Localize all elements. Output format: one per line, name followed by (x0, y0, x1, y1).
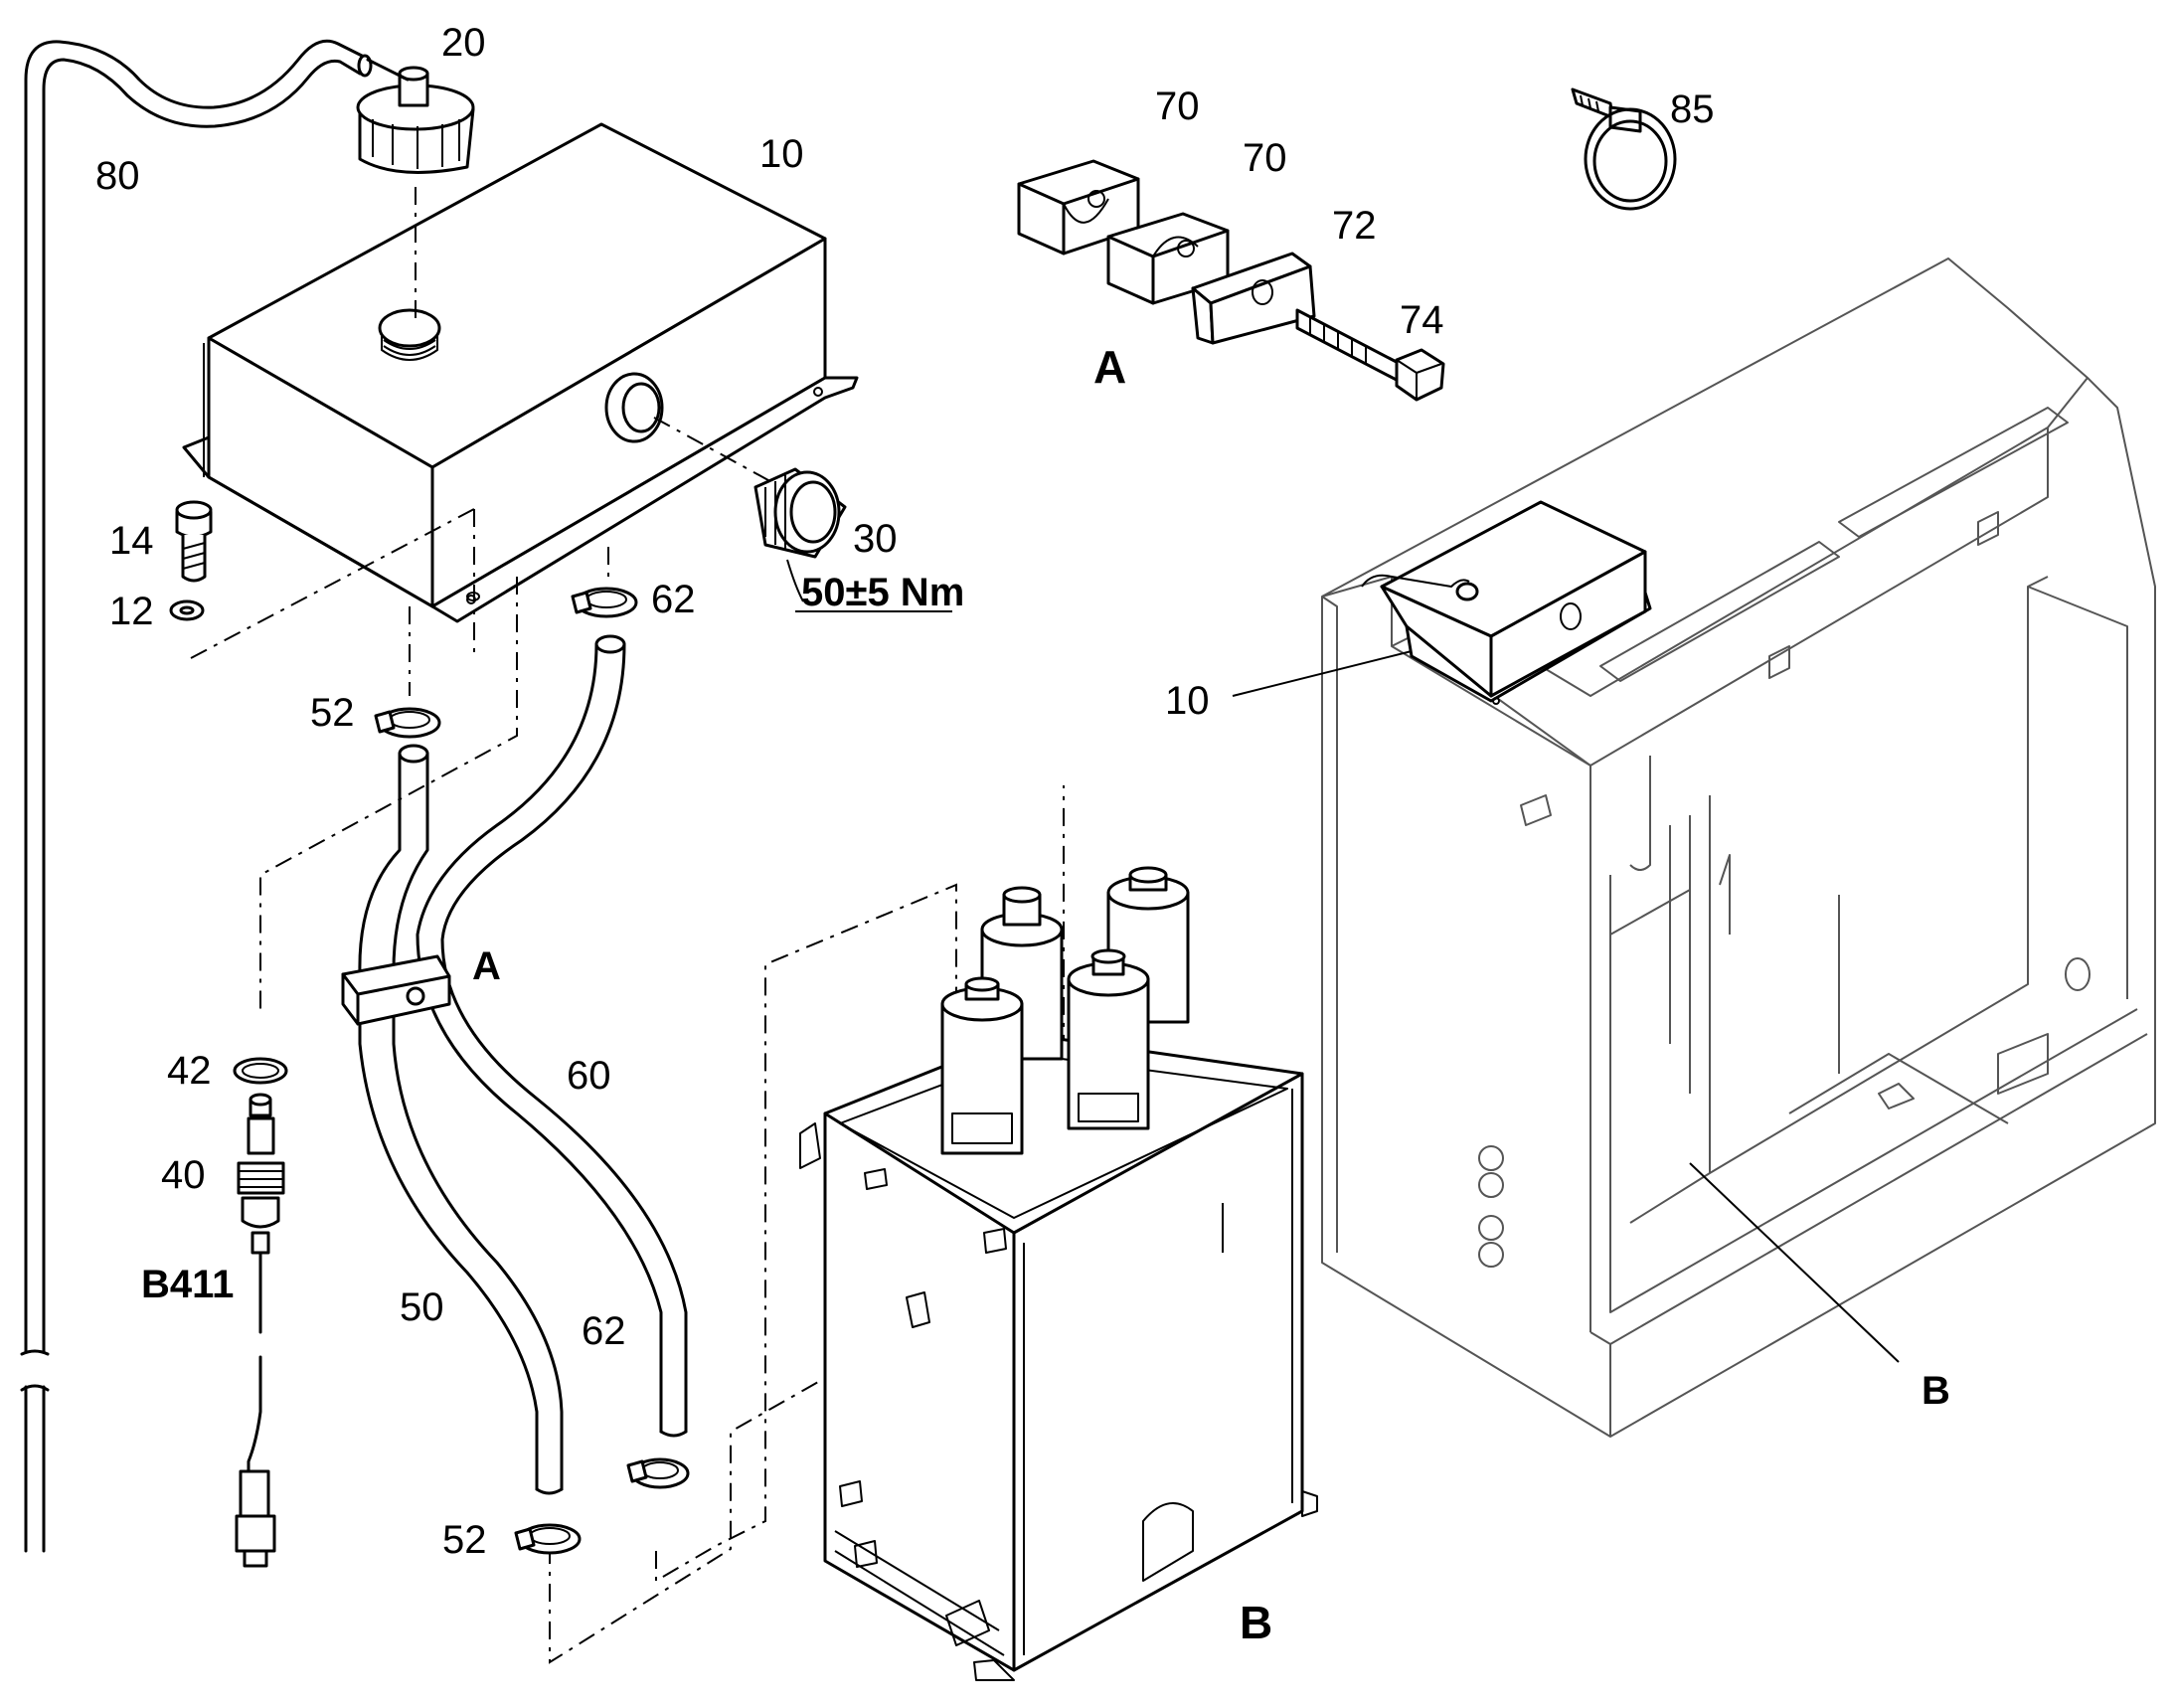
callout-85: 85 (1670, 87, 1715, 131)
oring-42 (233, 1057, 288, 1085)
callout-20: 20 (441, 21, 486, 65)
callout-14: 14 (109, 519, 154, 563)
cap-20 (356, 58, 475, 174)
label-b411: B411 (141, 1263, 234, 1306)
tank-10 (182, 122, 859, 623)
clamp-a-assembly (341, 954, 451, 1026)
label-b-frame: B (1922, 1369, 1950, 1413)
cable-tie-85 (1571, 87, 1677, 211)
bolt-14 (175, 500, 213, 583)
callout-10-left: 10 (759, 132, 804, 176)
callout-labels: 20 80 10 14 12 30 62 52 A 42 40 B411 60 … (95, 21, 1950, 1648)
callout-62-bottom: 62 (582, 1309, 626, 1353)
leader-lines (1222, 650, 1900, 1363)
cylinder-4 (1067, 948, 1150, 1130)
callout-70-a: 70 (1155, 85, 1200, 128)
label-detail-a: A (1093, 341, 1126, 393)
cylinder-3 (940, 976, 1024, 1155)
callout-52-bottom: 52 (442, 1518, 487, 1562)
callout-12: 12 (109, 590, 154, 633)
label-b-module: B (1240, 1597, 1272, 1648)
callout-70-b: 70 (1243, 136, 1287, 180)
callout-74: 74 (1400, 298, 1444, 342)
callout-52-top: 52 (310, 691, 355, 735)
callout-80: 80 (95, 154, 140, 198)
callout-60: 60 (567, 1054, 611, 1098)
callout-30: 30 (853, 517, 898, 561)
hose-50 (358, 744, 564, 1495)
hose-60 (416, 634, 688, 1438)
tube-80 (20, 39, 373, 1553)
torque-spec: 50±5 Nm (795, 571, 964, 614)
washer-12 (169, 599, 205, 621)
callout-40: 40 (161, 1153, 206, 1197)
clamp-52-bottom (514, 1523, 582, 1555)
torque-spec-text: 50±5 Nm (801, 571, 964, 614)
module-b (799, 866, 1318, 1681)
callout-62-top: 62 (651, 578, 696, 621)
detail-a (1017, 159, 1445, 402)
sensor-40 (237, 1093, 285, 1334)
callout-50: 50 (400, 1285, 444, 1329)
fitting-30 (753, 467, 847, 602)
callout-a-clamp: A (472, 944, 501, 988)
callout-10-right: 10 (1165, 679, 1210, 723)
cable-b411 (235, 1355, 276, 1568)
clamp-62-top (571, 587, 638, 618)
frame-assembly (1321, 257, 2156, 1438)
callout-72: 72 (1332, 204, 1377, 248)
callout-42: 42 (167, 1049, 212, 1093)
clamp-52-top (374, 707, 441, 739)
clamp-62-bottom (626, 1457, 690, 1489)
assembly-lines (190, 187, 1065, 1664)
